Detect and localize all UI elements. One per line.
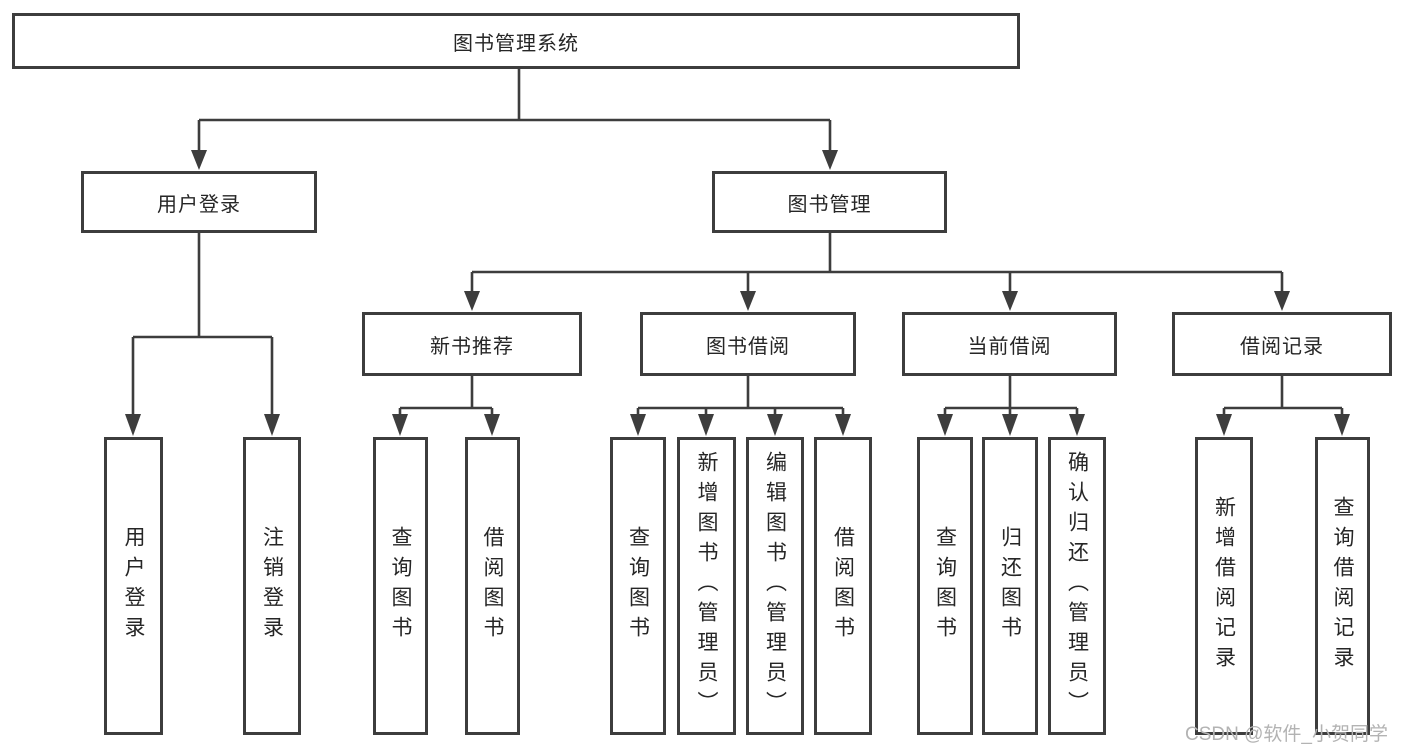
arrowhead-icon [767,414,783,436]
leaf-query-books-current-label: 查询图书 [933,526,957,646]
leaf-query-books-borrowing-label: 查询图书 [626,526,650,646]
node-new-book-recommend: 新书推荐 [362,312,582,376]
leaf-borrow-books-recommend: 借阅图书 [465,437,520,735]
arrowhead-icon [484,414,500,436]
rail-borrowing-records [1224,376,1342,410]
leaf-borrow-books-borrowing: 借阅图书 [814,437,872,735]
leaf-logout: 注销登录 [243,437,301,735]
node-user-login-label: 用户登录 [157,193,241,216]
node-current-borrowing: 当前借阅 [902,312,1117,376]
node-borrowing-records: 借阅记录 [1172,312,1392,376]
leaf-confirm-return-admin-label: 确认归还（管理员） [1065,451,1089,721]
leaf-query-books-recommend: 查询图书 [373,437,428,735]
arrowhead-icon [698,414,714,436]
leaf-edit-book-admin-label: 编辑图书（管理员） [763,451,787,721]
arrowhead-icon [1002,291,1018,311]
arrowhead-icon [630,414,646,436]
node-library-system: 图书管理系统 [12,13,1020,69]
rail-root [199,69,830,122]
leaf-add-borrow-record: 新增借阅记录 [1195,437,1253,735]
arrowhead-icon [740,291,756,311]
rail-new-book-recommend [400,376,492,410]
node-borrowing-records-label: 借阅记录 [1240,335,1324,358]
rail-book-management [472,233,1282,274]
arrowhead-icon [835,414,851,436]
rail-book-borrowing [638,376,843,410]
node-book-borrowing-label: 图书借阅 [706,335,790,358]
node-new-book-recommend-label: 新书推荐 [430,335,514,358]
csdn-watermark: CSDN @软件_小贺同学 [1185,724,1388,745]
leaf-query-books-recommend-label: 查询图书 [389,526,412,646]
leaf-query-books-borrowing: 查询图书 [610,437,666,735]
leaf-user-login: 用户登录 [104,437,163,735]
leaf-logout-label: 注销登录 [260,526,284,646]
rail-user-login [133,233,272,339]
leaf-borrow-books-recommend-label: 借阅图书 [481,526,504,646]
leaf-add-borrow-record-label: 新增借阅记录 [1212,496,1236,676]
arrowhead-icon [392,414,408,436]
leaf-confirm-return-admin: 确认归还（管理员） [1048,437,1106,735]
arrowhead-icon [822,150,838,170]
leaf-add-book-admin: 新增图书（管理员） [677,437,736,735]
arrowhead-icon [1002,414,1018,436]
leaf-return-book: 归还图书 [982,437,1038,735]
leaf-query-borrow-record-label: 查询借阅记录 [1331,496,1354,676]
arrowhead-icon [937,414,953,436]
arrowhead-icon [1334,414,1350,436]
arrowhead-icon [464,291,480,311]
leaf-query-borrow-record: 查询借阅记录 [1315,437,1370,735]
leaf-query-books-current: 查询图书 [917,437,973,735]
node-book-borrowing: 图书借阅 [640,312,856,376]
node-book-management: 图书管理 [712,171,947,233]
arrowhead-icon [191,150,207,170]
arrowhead-icon [1216,414,1232,436]
leaf-borrow-books-borrowing-label: 借阅图书 [831,526,855,646]
node-library-system-label: 图书管理系统 [453,32,579,55]
node-book-management-label: 图书管理 [787,193,872,216]
leaf-user-login-label: 用户登录 [122,526,145,646]
node-user-login: 用户登录 [81,171,317,233]
arrowhead-icon [264,414,280,436]
arrowhead-icon [1274,291,1290,311]
leaf-edit-book-admin: 编辑图书（管理员） [746,437,804,735]
arrowhead-icon [1069,414,1085,436]
leaf-add-book-admin-label: 新增图书（管理员） [695,451,718,721]
leaf-return-book-label: 归还图书 [998,526,1022,646]
rail-current-borrowing [945,376,1077,410]
node-current-borrowing-label: 当前借阅 [967,335,1052,358]
arrowhead-icon [125,414,141,436]
